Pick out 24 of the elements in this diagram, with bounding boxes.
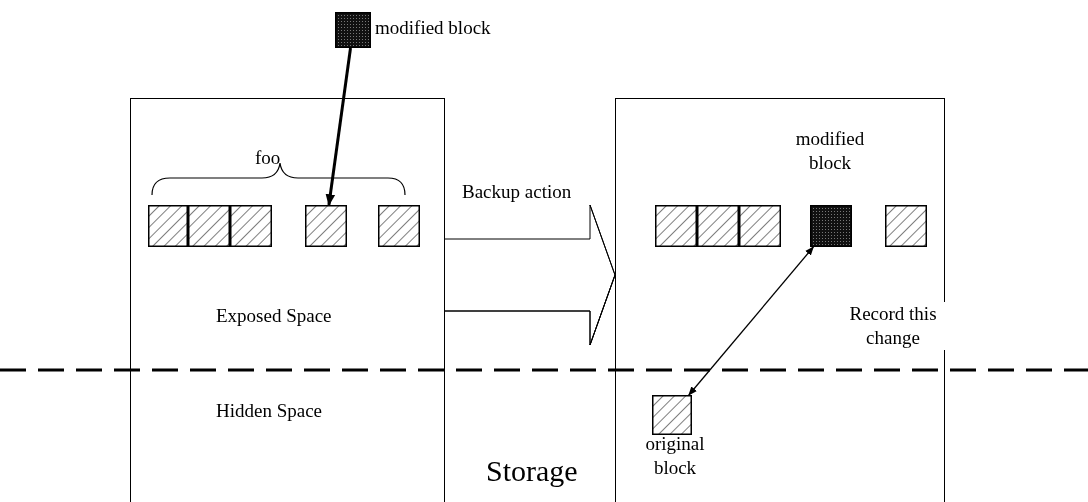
storage-panel [130, 98, 445, 502]
data-block [188, 205, 230, 247]
storage-panel [615, 98, 945, 502]
data-block [652, 395, 692, 435]
data-block [697, 205, 739, 247]
data-block [655, 205, 697, 247]
space-label: Hidden Space [216, 399, 323, 423]
modified-block [810, 205, 852, 247]
data-block [305, 205, 347, 247]
arrow [688, 246, 814, 396]
modified-block [335, 12, 371, 48]
block-caption: modified block [794, 127, 866, 175]
data-block [885, 205, 927, 247]
data-block [148, 205, 188, 247]
data-block [739, 205, 781, 247]
arrow [325, 47, 352, 207]
data-block [230, 205, 272, 247]
hollow-arrow [444, 204, 616, 346]
brace-label: foo [255, 146, 281, 170]
block-caption: modified block [375, 16, 492, 40]
block-caption: original block [644, 432, 706, 480]
storage-label: Storage [486, 453, 578, 489]
space-label: Exposed Space [216, 304, 332, 328]
data-block [378, 205, 420, 247]
